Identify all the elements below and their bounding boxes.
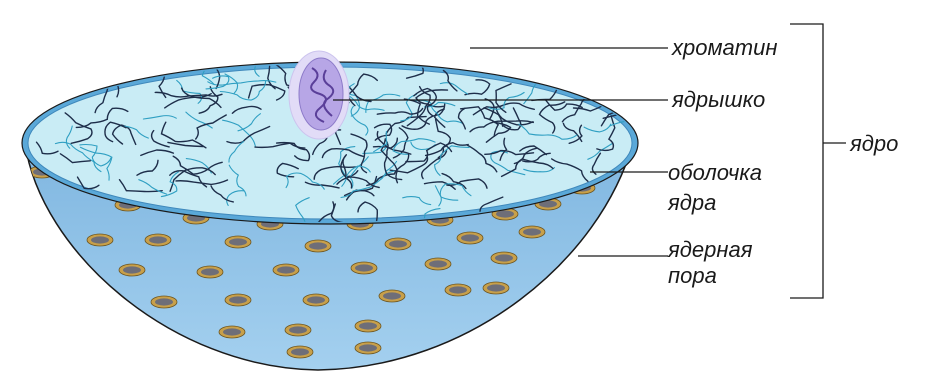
nuclear-pore	[491, 252, 517, 264]
nuclear-pore	[483, 282, 509, 294]
nuclear-pore	[273, 264, 299, 276]
nuclear-pore	[355, 320, 381, 332]
labels: хроматин ядрышко оболочка ядра ядерная п…	[667, 35, 898, 288]
label-pore-line2: пора	[668, 263, 717, 288]
label-nucleus: ядро	[849, 131, 898, 156]
nuclear-pore	[119, 264, 145, 276]
label-envelope-line2: ядра	[667, 190, 716, 215]
label-pore-line1: ядерная	[667, 237, 753, 262]
nucleus-bracket	[790, 24, 823, 298]
nuclear-pore	[457, 232, 483, 244]
label-envelope-line1: оболочка	[668, 160, 762, 185]
nuclear-pore	[445, 284, 471, 296]
nuclear-pore	[355, 342, 381, 354]
nuclear-pore	[219, 326, 245, 338]
nuclear-pore	[151, 296, 177, 308]
label-chromatin: хроматин	[671, 35, 777, 60]
nuclear-pore	[285, 324, 311, 336]
nuclear-pore	[197, 266, 223, 278]
nuclear-pore	[351, 262, 377, 274]
label-nucleolus: ядрышко	[671, 87, 765, 112]
nuclear-pore	[287, 346, 313, 358]
nuclear-pore	[519, 226, 545, 238]
nuclear-pore	[379, 290, 405, 302]
nuclear-pore	[225, 236, 251, 248]
nuclear-pore	[225, 294, 251, 306]
nuclear-pore	[425, 258, 451, 270]
nucleolus	[289, 51, 349, 139]
nuclear-pore	[303, 294, 329, 306]
nuclear-pore	[385, 238, 411, 250]
nuclear-pore	[145, 234, 171, 246]
nuclear-pore	[305, 240, 331, 252]
nuclear-pore	[87, 234, 113, 246]
